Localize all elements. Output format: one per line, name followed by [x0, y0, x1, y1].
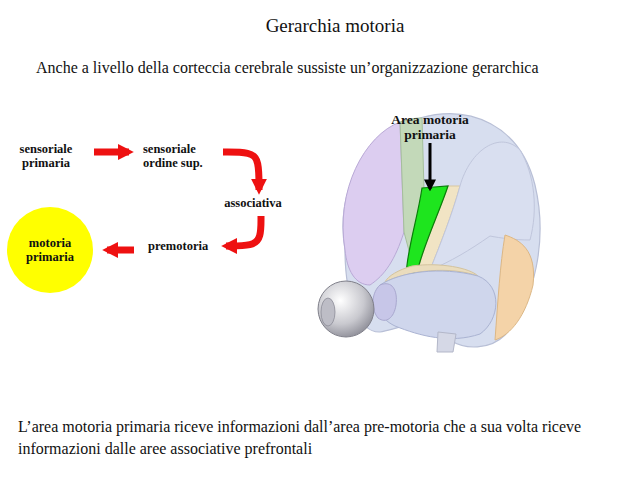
circle-content: motoria primaria	[15, 236, 85, 264]
target-circle: motoria primaria	[7, 207, 93, 293]
brainstem	[437, 332, 456, 352]
node-text: sensoriale ordine sup.	[143, 142, 217, 170]
node-text: sensoriale primaria	[12, 142, 80, 170]
temporal-pole	[373, 284, 396, 321]
stage-node: sensoriale ordine sup.	[143, 142, 217, 170]
eye-sphere	[318, 281, 374, 337]
flow-arrow	[223, 152, 259, 190]
flow-arrow	[94, 149, 129, 156]
caption-text: L’area motoria primaria riceve informazi…	[18, 416, 618, 460]
eye-pupil	[321, 298, 335, 326]
stage-node: premotoria	[148, 239, 220, 253]
area-label: Area motoria primaria	[376, 112, 484, 142]
node-text: associativa	[214, 196, 292, 210]
pointer-arrow	[429, 143, 432, 189]
node-text: premotoria	[148, 239, 220, 253]
stage-node: associativa	[214, 196, 292, 210]
subtitle-text: Anche a livello della corteccia cerebral…	[36, 58, 626, 78]
node-text: motoria primaria	[15, 236, 85, 264]
diagram-title: Gerarchia motoria	[215, 15, 455, 37]
occipital-lobe	[495, 235, 534, 340]
flow-arrow	[226, 216, 261, 246]
frontal-lobe	[343, 122, 404, 285]
stage-node: sensoriale primaria	[12, 142, 80, 170]
flow-arrow	[107, 247, 134, 254]
